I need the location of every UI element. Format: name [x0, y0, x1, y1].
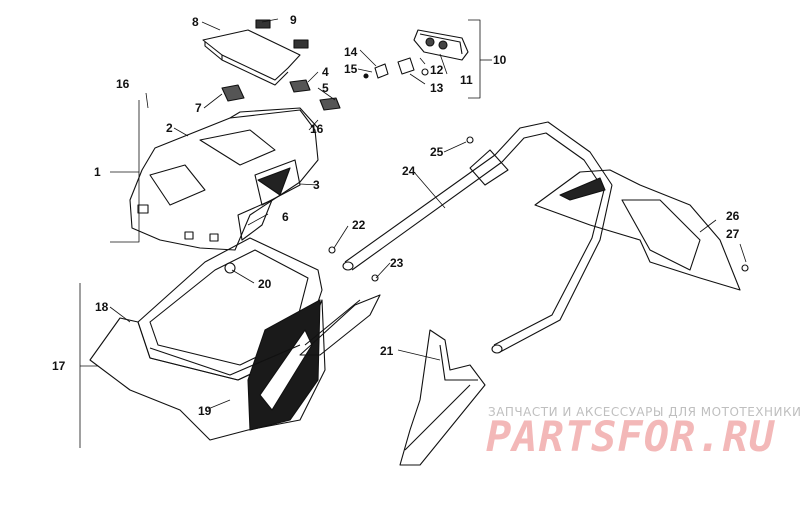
lower-tray-part	[89, 237, 326, 441]
callout-14: 14	[344, 45, 358, 59]
callout-16a: 16	[116, 77, 130, 91]
callout-20: 20	[258, 277, 272, 291]
callout-21: 21	[380, 344, 394, 358]
callout-24: 24	[402, 164, 416, 178]
watermark-logo: PARTSFOR.RU	[486, 412, 776, 461]
callout-7: 7	[195, 101, 202, 115]
watermark-tagline: ЗАПЧАСТИ И АКСЕССУАРЫ ДЛЯ МОТОТЕХНИКИ	[488, 405, 800, 419]
callout-8: 8	[192, 15, 199, 29]
callout-27: 27	[726, 227, 740, 241]
callout-22: 22	[352, 218, 366, 232]
right-panel-part	[534, 169, 749, 291]
callout-19: 19	[198, 404, 212, 418]
callout-5: 5	[322, 81, 329, 95]
callout-18: 18	[95, 300, 109, 314]
callout-labels: 1 2 3 4 5 6 7 8 9 10 11 12 13 14 15 16 1…	[52, 13, 740, 418]
callout-4: 4	[322, 65, 329, 79]
callout-12: 12	[430, 63, 444, 77]
callout-11: 11	[460, 73, 473, 87]
leader-lines	[79, 18, 747, 448]
side-rail-part	[299, 294, 381, 356]
grab-bar-part	[328, 121, 613, 354]
callout-25: 25	[430, 145, 444, 159]
pads-part	[221, 79, 341, 111]
callout-2: 2	[166, 121, 173, 135]
callout-15: 15	[344, 62, 358, 76]
lower-bracket-part	[399, 329, 486, 466]
tail-light-part	[363, 29, 469, 79]
callout-16b: 16	[310, 122, 324, 136]
callout-10: 10	[493, 53, 507, 67]
callout-13: 13	[430, 81, 444, 95]
callout-6: 6	[282, 210, 289, 224]
callout-1: 1	[94, 165, 101, 179]
callout-26: 26	[726, 209, 740, 223]
callout-17: 17	[52, 359, 66, 373]
callout-3: 3	[313, 178, 320, 192]
callout-23: 23	[390, 256, 404, 270]
upper-housing-part	[129, 107, 319, 251]
callout-9: 9	[290, 13, 297, 27]
cover-plate-part	[202, 19, 309, 86]
